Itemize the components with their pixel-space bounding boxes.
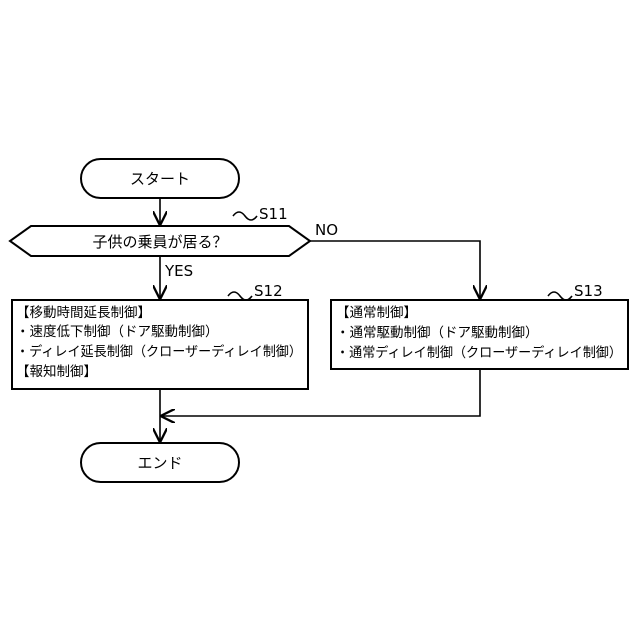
end-terminal: エンド: [81, 443, 239, 482]
s12-step-label: S12: [254, 282, 283, 300]
decision-node: 子供の乗員が居る？: [10, 226, 310, 256]
s12-process-box: 【移動時間延長制御】 ・速度低下制御（ドア駆動制御） ・ディレイ延長制御（クロー…: [12, 300, 308, 389]
s12-line-2: ・速度低下制御（ドア駆動制御）: [16, 324, 219, 340]
s13-process-box: 【通常制御】 ・通常駆動制御（ドア駆動制御） ・通常ディレイ制御（クローザーディ…: [331, 300, 628, 369]
yes-label: YES: [164, 262, 193, 280]
decision-label: 子供の乗員が居る？: [92, 233, 227, 251]
start-label: スタート: [130, 170, 190, 188]
no-label: NO: [315, 221, 338, 239]
s12-leader: [228, 292, 252, 300]
s13-line-1: 【通常制御】: [336, 305, 417, 321]
s11-step-label: S11: [259, 205, 288, 223]
s12-line-3: ・ディレイ延長制御（クローザーディレイ制御）: [16, 343, 302, 360]
s13-line-3: ・通常ディレイ制御（クローザーディレイ制御）: [336, 344, 622, 361]
s13-step-label: S13: [574, 282, 603, 300]
s12-line-4: 【報知制御】: [16, 363, 97, 380]
end-label: エンド: [137, 454, 182, 472]
s13-leader: [548, 292, 572, 300]
start-terminal: スタート: [81, 159, 239, 198]
arrow-no: [310, 241, 480, 298]
s11-leader: [233, 212, 257, 220]
s13-line-2: ・通常駆動制御（ドア駆動制御）: [336, 325, 539, 341]
s12-line-1: 【移動時間延長制御】: [16, 305, 151, 321]
